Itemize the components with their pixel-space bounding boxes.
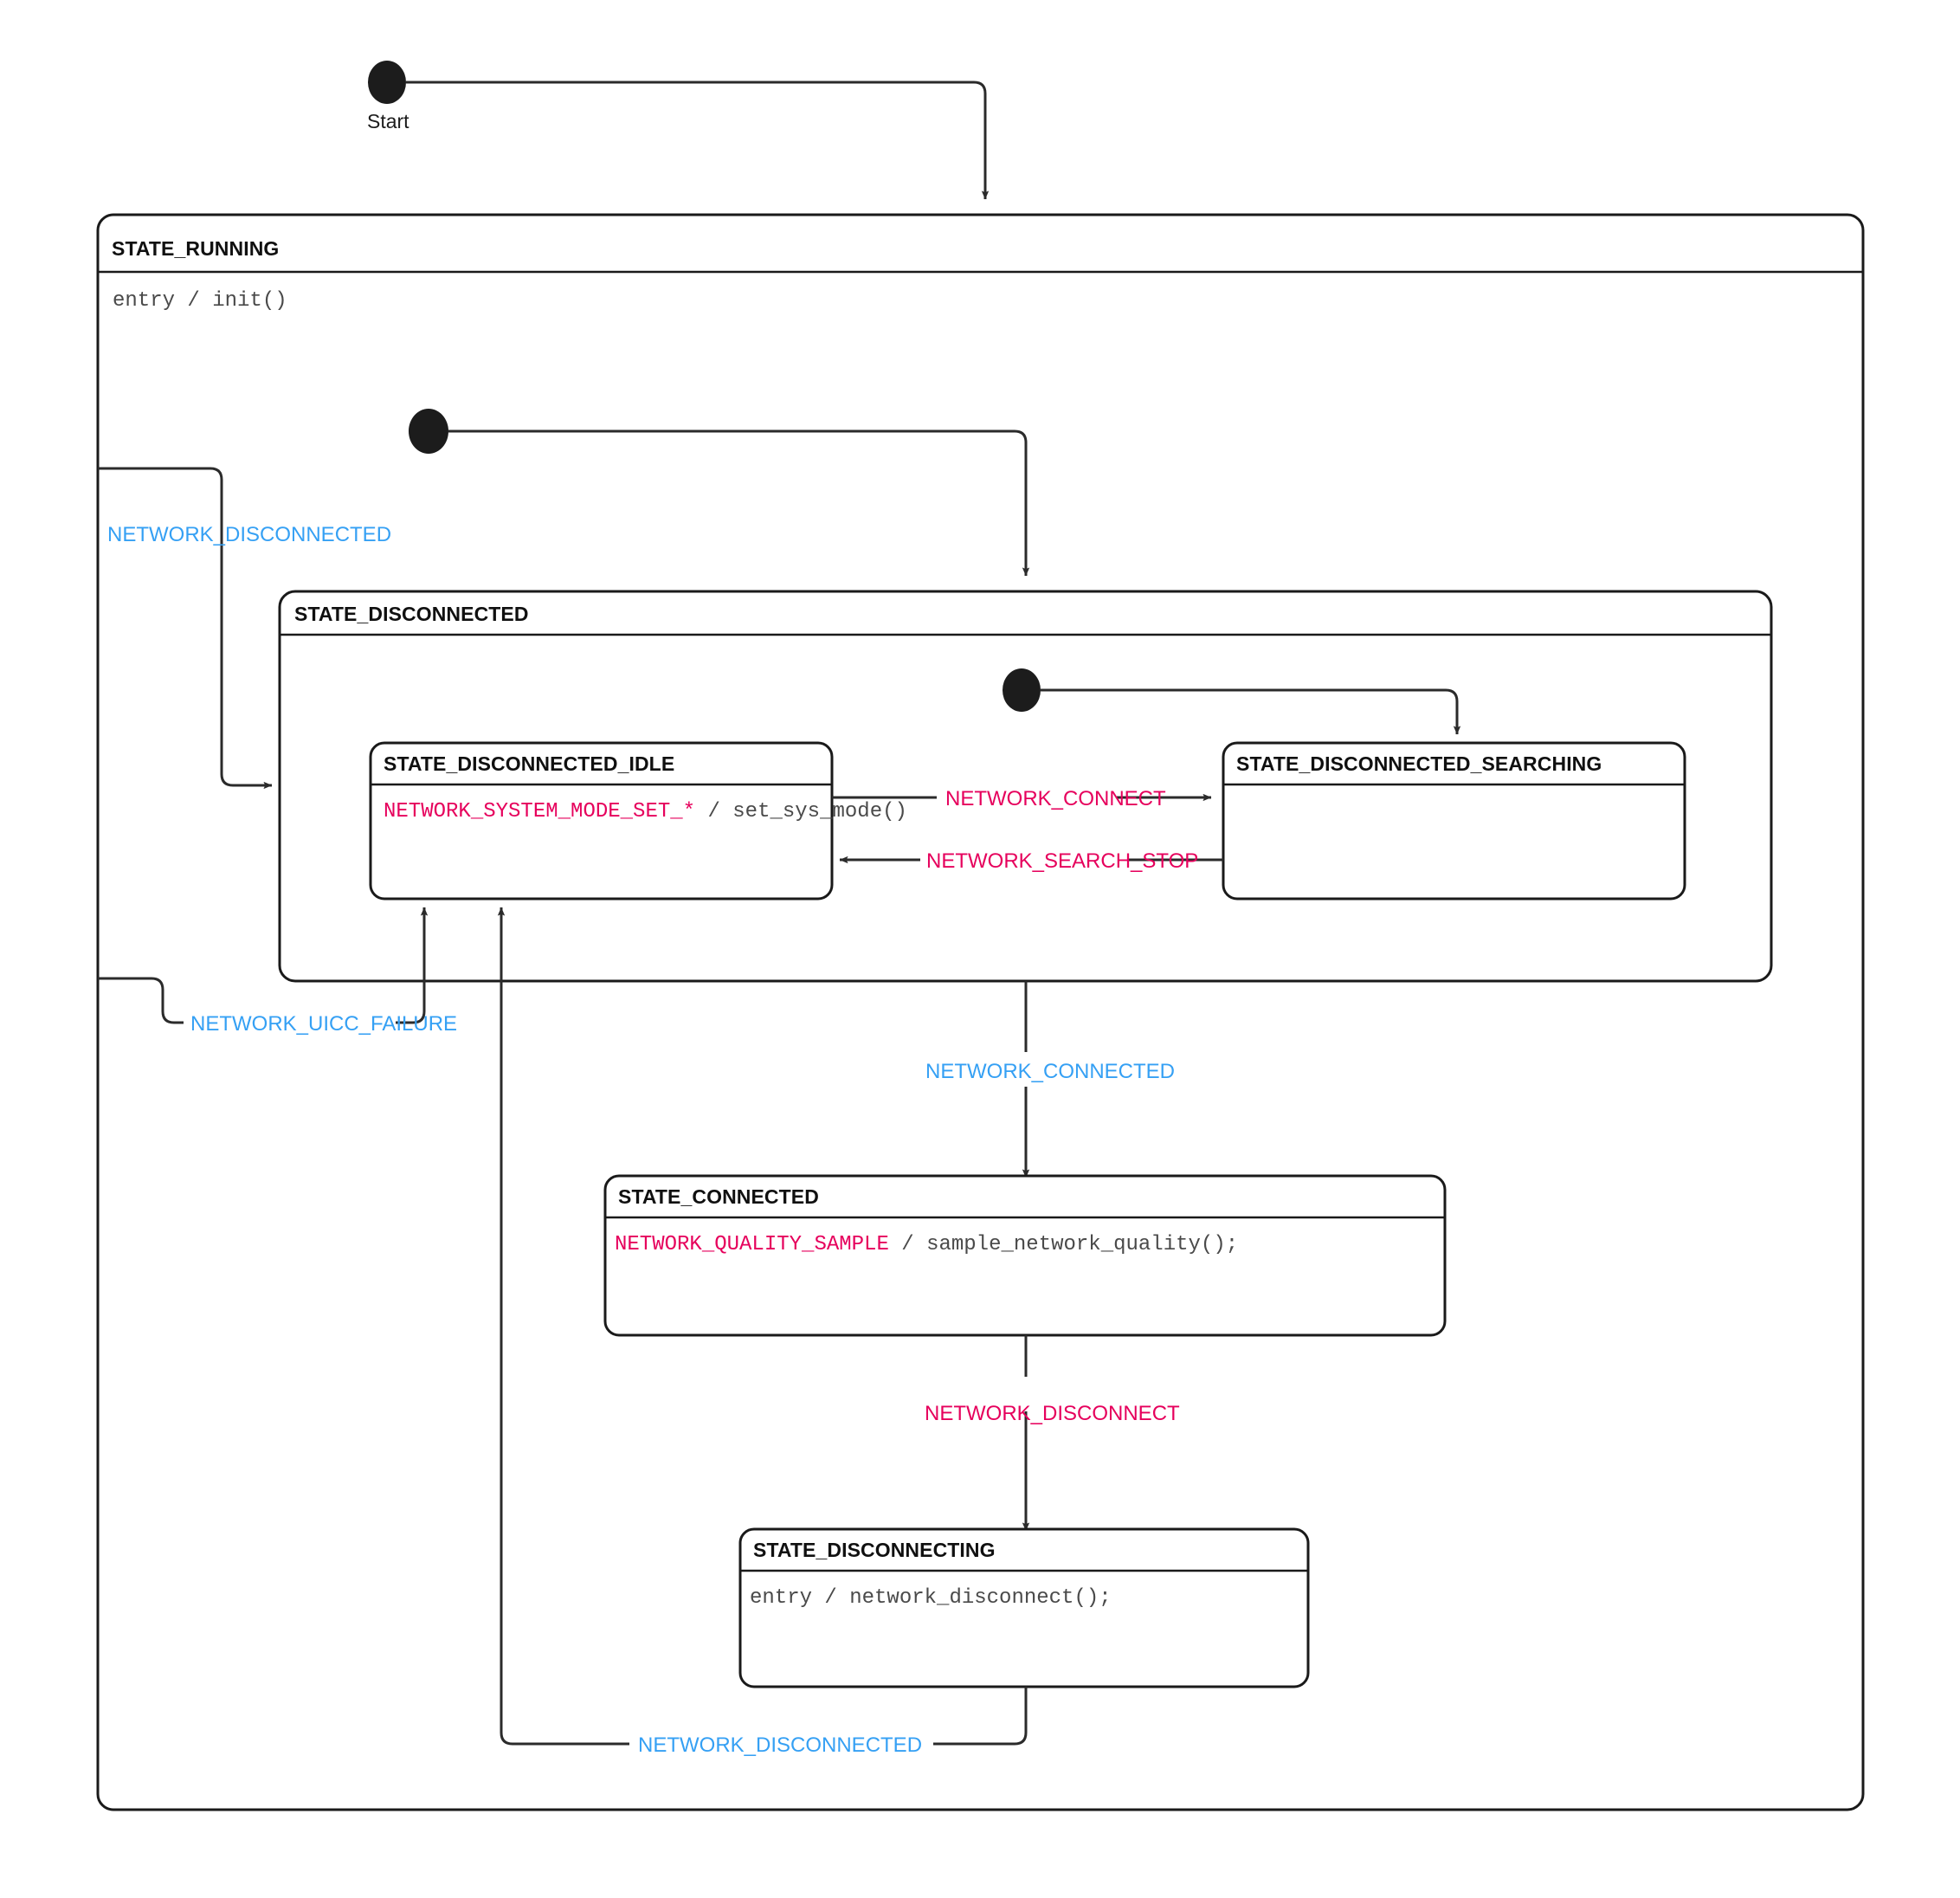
transition-network-disconnected-bottom-left-seg (497, 907, 629, 1746)
idle-internal-event: NETWORK_SYSTEM_MODE_SET_* (384, 800, 695, 823)
transition-initial-to-disconnected (448, 429, 1030, 577)
state-connected-body: NETWORK_QUALITY_SAMPLE / sample_network_… (615, 1233, 1238, 1256)
state-disconnecting-title: STATE_DISCONNECTING (753, 1539, 996, 1561)
label-network-connect: NETWORK_CONNECT (945, 787, 1166, 810)
transition-network-connect-group: NETWORK_CONNECT (832, 787, 1212, 810)
transition-network-search-stop-group: NETWORK_SEARCH_STOP (839, 849, 1223, 873)
idle-internal-action: / set_sys_mode() (695, 800, 907, 823)
transition-network-disconnected-left-path (98, 467, 273, 790)
state-disconnecting-rect (738, 1527, 1310, 1688)
state-running-title: STATE_RUNNING (112, 237, 279, 260)
state-connected-title: STATE_CONNECTED (618, 1185, 819, 1208)
state-connected-box[interactable]: STATE_CONNECTED NETWORK_QUALITY_SAMPLE /… (603, 1174, 1447, 1337)
label-network-disconnected-bottom: NETWORK_DISCONNECTED (638, 1733, 922, 1757)
state-disconnected-searching-title: STATE_DISCONNECTED_SEARCHING (1236, 752, 1602, 775)
label-network-uicc-failure: NETWORK_UICC_FAILURE (190, 1012, 457, 1036)
state-disconnected-idle-body: NETWORK_SYSTEM_MODE_SET_* / set_sys_mode… (384, 800, 907, 823)
state-disconnected-searching-rect (1222, 741, 1686, 901)
transition-network-disconnected-bottom-group: NETWORK_DISCONNECTED (497, 907, 1028, 1757)
start-initial-dot (368, 61, 406, 104)
transition-start-to-running (406, 81, 990, 200)
transition-network-disconnected-left-group: NETWORK_DISCONNECTED (98, 467, 391, 790)
label-network-disconnect: NETWORK_DISCONNECT (925, 1402, 1180, 1425)
state-disconnected-title: STATE_DISCONNECTED (294, 603, 529, 625)
state-disconnected-idle-title: STATE_DISCONNECTED_IDLE (384, 752, 674, 775)
state-disconnecting-entry-action: entry / network_disconnect(); (750, 1586, 1112, 1610)
label-network-disconnected-left: NETWORK_DISCONNECTED (107, 523, 391, 546)
state-disconnected-searching-box[interactable]: STATE_DISCONNECTED_SEARCHING (1222, 741, 1686, 901)
label-network-search-stop: NETWORK_SEARCH_STOP (926, 849, 1198, 873)
transition-network-connected-group: NETWORK_CONNECTED (925, 981, 1175, 1178)
transition-initial-to-searching (1041, 688, 1461, 735)
disconnected-initial-pseudostate-group (1003, 668, 1461, 735)
state-disconnected-idle-box[interactable]: STATE_DISCONNECTED_IDLE NETWORK_SYSTEM_M… (369, 741, 907, 901)
transition-uicc-failure-left-seg (98, 977, 184, 1024)
transition-network-disconnect-group: NETWORK_DISCONNECT (925, 1335, 1180, 1532)
transition-network-uicc-failure-group: NETWORK_UICC_FAILURE (98, 907, 457, 1036)
state-disconnecting-box[interactable]: STATE_DISCONNECTING entry / network_disc… (738, 1527, 1310, 1688)
disconnected-initial-dot (1003, 668, 1041, 712)
start-label: Start (367, 110, 409, 132)
state-disconnected-idle-rect (369, 741, 834, 901)
start-pseudostate-group: Start (367, 61, 990, 200)
transition-uicc-failure-right-seg (396, 907, 429, 1024)
running-initial-dot (409, 409, 448, 454)
connected-internal-action: / sample_network_quality(); (889, 1233, 1238, 1256)
running-initial-pseudostate-group (409, 409, 1030, 577)
label-network-connected: NETWORK_CONNECTED (925, 1060, 1175, 1083)
connected-internal-event: NETWORK_QUALITY_SAMPLE (615, 1233, 889, 1256)
state-running-entry-action: entry / init() (113, 289, 287, 313)
transition-network-disconnected-bottom-right-seg (933, 1687, 1028, 1746)
